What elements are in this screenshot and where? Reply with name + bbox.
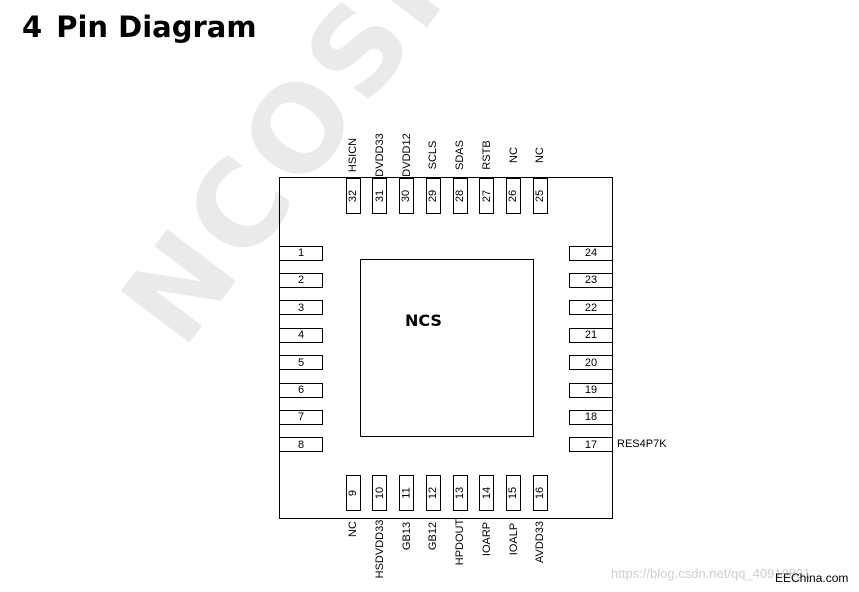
pin-label-17: RES4P7K [617,437,667,450]
chip-die-outline [360,259,534,437]
pin-21: 21 [569,327,613,343]
pin-number-14: 14 [480,486,493,500]
pin-3: 3 [279,300,323,316]
pin-16: 16 [532,475,548,511]
pin-label-26: NC [507,147,520,163]
pin-20: 20 [569,355,613,371]
pin-8: 8 [279,437,323,453]
pin-31: 31 [372,178,388,214]
pin-7: 7 [279,409,323,425]
pin-number-13: 13 [454,486,466,500]
pin-number-11: 11 [400,487,413,499]
pin-label-10: HSDVDD33 [373,519,386,578]
pin-15: 15 [506,475,521,511]
pin-29: 29 [425,178,441,214]
pin-10: 10 [372,475,388,511]
pin-number-27: 27 [480,189,493,203]
pin-27: 27 [479,178,495,214]
pin-label-12: GB12 [427,521,440,550]
pin-28: 28 [452,178,468,214]
pin-19: 19 [569,382,613,398]
pin-26: 26 [506,178,521,214]
pin-12: 12 [425,475,441,511]
pin-25: 25 [532,178,548,214]
pin-label-31: DVDD33 [373,133,386,177]
pin-number-25: 25 [534,189,547,203]
chip-package-outline [279,177,613,519]
pin-13: 13 [452,475,468,511]
pin-17: 17 [569,437,613,453]
pin-24: 24 [569,245,613,261]
pin-14: 14 [479,475,495,511]
section-number: 4 [22,10,43,44]
chip-name: NCS [405,311,442,330]
pin-label-30: DVDD12 [400,133,413,177]
pin-number-26: 26 [507,189,520,203]
pin-number-32: 32 [347,189,359,203]
pin-2: 2 [279,272,323,288]
pin-9: 9 [345,475,361,511]
pin-label-25: NC [534,147,547,163]
pin-5: 5 [279,355,323,371]
pin-32: 32 [345,178,361,214]
pin-number-28: 28 [454,189,466,203]
pin-label-14: IOARP [480,521,493,557]
page-heading: 4 Pin Diagram [22,10,257,44]
pin-label-27: RSTB [480,140,493,170]
pin-number-10: 10 [373,486,386,500]
pin-number-16: 16 [534,486,547,500]
pin-number-29: 29 [427,189,440,203]
pin-label-9: NC [347,521,359,538]
pin-30: 30 [399,178,414,214]
pin-label-32: HSICN [347,137,359,173]
pin-6: 6 [279,382,323,398]
pin-label-15: IOALP [507,522,520,556]
pin-22: 22 [569,300,613,316]
pin-label-29: SCLS [427,140,440,170]
pin-number-31: 31 [373,189,386,203]
pin-number-9: 9 [347,489,359,497]
pin-number-30: 30 [400,189,413,203]
pin-23: 23 [569,272,613,288]
pin-label-13: HPDOUT [454,518,466,566]
credit-url: https://blog.csdn.net/qq_40919831 [611,566,811,581]
pin-number-12: 12 [427,486,440,500]
section-title: Pin Diagram [56,10,257,44]
credit-site: EEChina.com [775,571,849,585]
pin-18: 18 [569,409,613,425]
pin-1: 1 [279,245,323,261]
pin-label-11: GB13 [400,521,413,550]
pin-4: 4 [279,327,323,343]
pin-11: 11 [399,475,414,511]
pin-label-16: AVDD33 [534,521,547,564]
pin-label-28: SDAS [454,140,466,170]
pin-number-15: 15 [507,486,520,500]
